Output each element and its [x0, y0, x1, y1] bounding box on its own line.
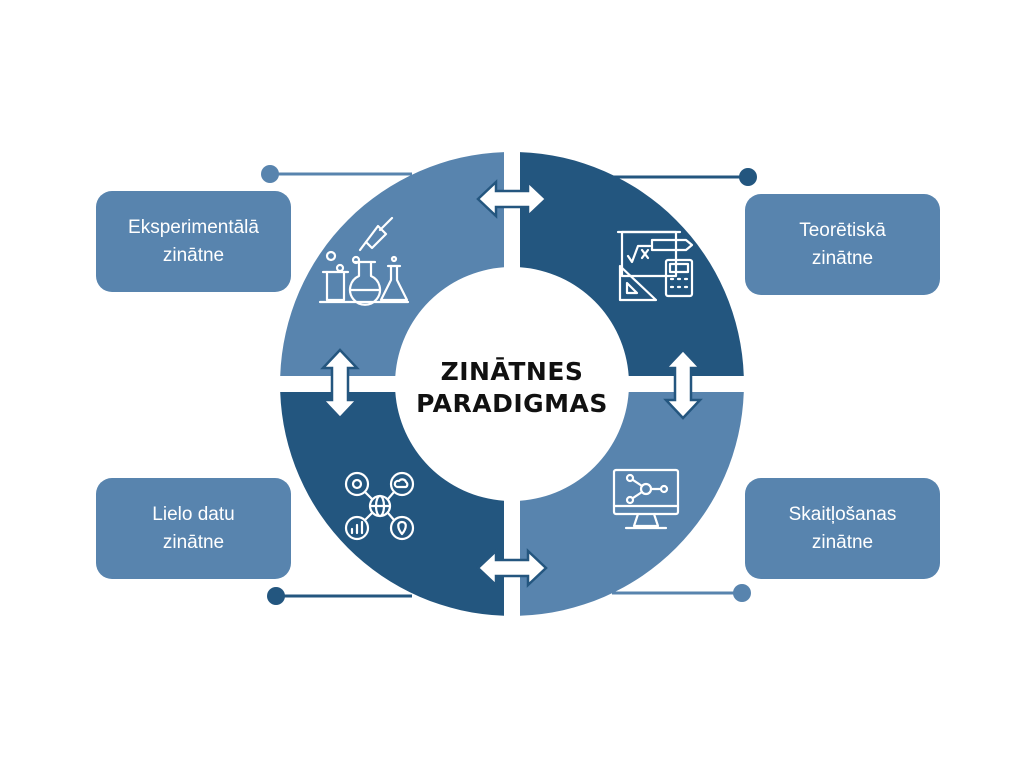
box-computing-line2: zinātne: [811, 531, 874, 553]
box-theoretical: Teorētiskā zinātne: [745, 194, 940, 295]
box-experimental-line2: zinātne: [162, 244, 225, 266]
connector-top-left: [261, 165, 412, 183]
center-title-line1: ZINĀTNES: [440, 357, 584, 386]
segment-experimental: [280, 152, 504, 376]
segment-computing: [520, 392, 744, 616]
segment-bigdata: [280, 392, 504, 616]
box-bigdata-line1: Lielo datu: [152, 503, 235, 525]
center-title: ZINĀTNES PARADIGMAS: [390, 356, 634, 420]
connector-bottom-right: [612, 584, 751, 602]
lab-flasks-icon: [318, 216, 410, 306]
box-computing-line1: Skaitļošanas: [788, 503, 897, 525]
center-title-line2: PARADIGMAS: [416, 389, 608, 418]
connector-bottom-left: [267, 587, 412, 605]
math-board-icon: [616, 230, 694, 302]
box-theoretical-line1: Teorētiskā: [799, 219, 886, 241]
box-theoretical-line2: zinātne: [811, 247, 874, 269]
box-computing: Skaitļošanas zinātne: [745, 478, 940, 579]
box-experimental-line1: Eksperimentālā: [128, 216, 259, 238]
connector-top-right: [612, 168, 757, 186]
data-network-icon: [344, 471, 415, 541]
box-bigdata: Lielo datu zinātne: [96, 478, 291, 579]
box-experimental: Eksperimentālā zinātne: [96, 191, 291, 292]
segment-theoretical: [520, 152, 744, 376]
box-bigdata-line2: zinātne: [162, 531, 225, 553]
computer-network-icon: [612, 468, 680, 530]
